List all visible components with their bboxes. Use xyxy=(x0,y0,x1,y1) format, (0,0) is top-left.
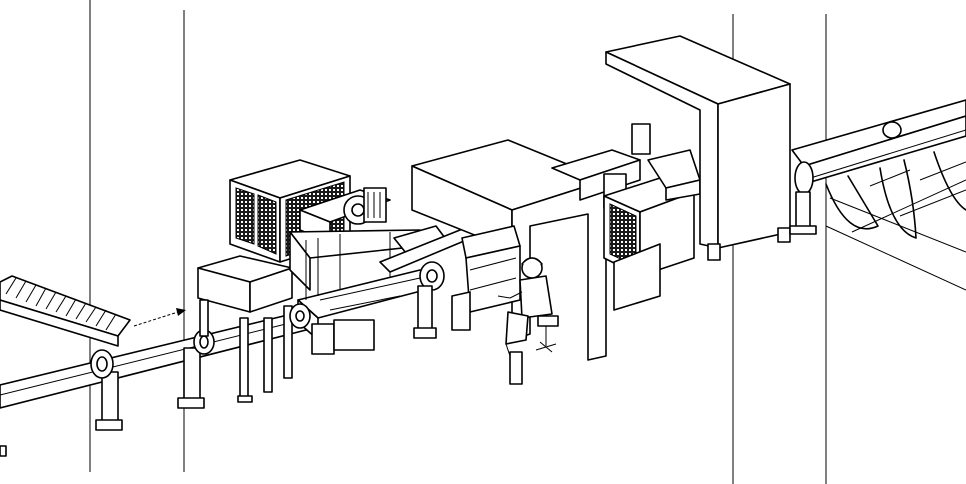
cabinet-window xyxy=(631,123,651,155)
pipe-support-middle xyxy=(177,329,215,409)
conveyor-rollers xyxy=(5,277,117,331)
feed-pipe xyxy=(0,311,310,409)
feed-direction-arrow xyxy=(133,308,186,327)
infeed-roller-conveyor xyxy=(0,275,131,347)
cutting-machine xyxy=(229,159,477,355)
pipe-support-front xyxy=(0,349,123,457)
outfeed-rack-conveyor xyxy=(789,99,966,291)
control-cabinet xyxy=(605,35,791,261)
inspection-unit xyxy=(551,149,701,311)
rack-arms xyxy=(825,151,966,291)
seated-operator xyxy=(497,257,559,385)
